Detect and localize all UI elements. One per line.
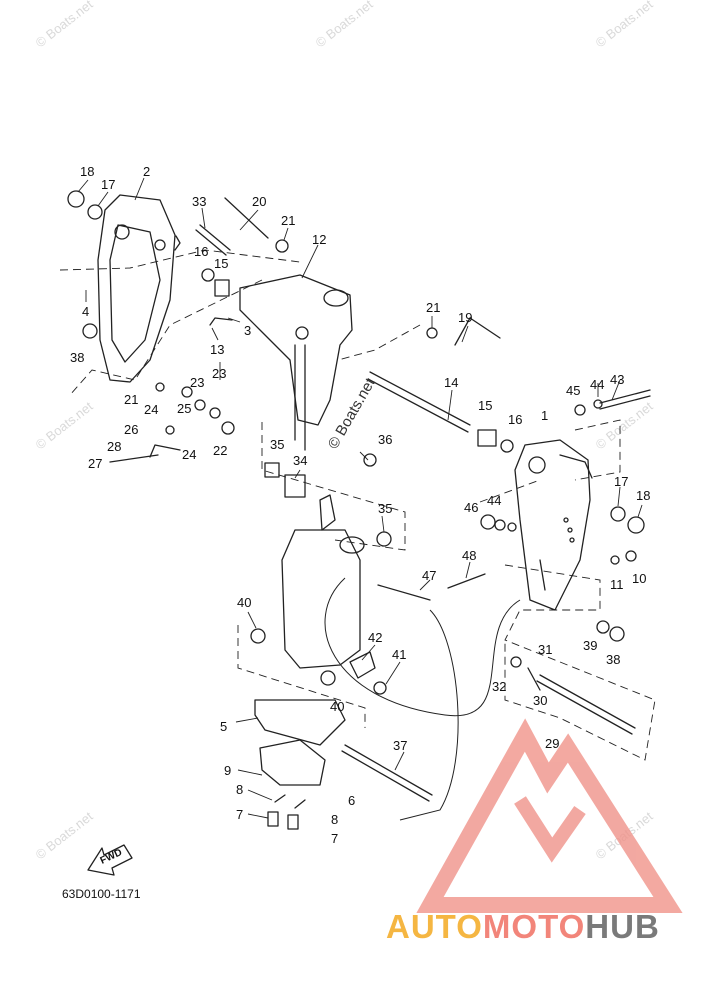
power-trim-tilt-unit [254,494,431,786]
callout-8: 8 [331,812,338,827]
callout-17: 17 [101,177,115,192]
callout-27: 27 [88,456,102,471]
callout-48: 48 [462,548,476,563]
watermark-text: © Boats.net [593,398,656,452]
hydraulic-hose [324,577,521,717]
callout-26: 26 [124,422,138,437]
callout-34: 34 [293,453,307,468]
callout-14: 14 [444,375,458,390]
callout-15: 15 [478,398,492,413]
callout-7: 7 [331,831,338,846]
callout-46: 46 [464,500,478,515]
callout-25: 25 [177,401,191,416]
watermark-text: © Boats.net [33,808,96,862]
automotohub-logo-icon [416,718,683,913]
callout-23: 23 [190,375,204,390]
callout-13: 13 [210,342,224,357]
callout-37: 37 [393,738,407,753]
callout-40: 40 [330,699,344,714]
watermark-text: © Boats.net [593,0,656,50]
callout-31: 31 [538,642,552,657]
callout-38: 38 [606,652,620,667]
callout-32: 32 [492,679,506,694]
callout-30: 30 [533,693,547,708]
callout-21: 21 [124,392,138,407]
callout-47: 47 [422,568,436,583]
callout-16: 16 [194,244,208,259]
callout-22: 22 [213,443,227,458]
callout-39: 39 [583,638,597,653]
callout-44: 44 [487,493,501,508]
callout-5: 5 [220,719,227,734]
callout-1: 1 [541,408,548,423]
callout-10: 10 [632,571,646,586]
callout-12: 12 [312,232,326,247]
callout-labels: 18 2 17 33 20 21 16 15 12 4 3 13 38 21 1… [70,164,650,846]
callout-40: 40 [237,595,251,610]
callout-36: 36 [378,432,392,447]
callout-15: 15 [214,256,228,271]
callout-43: 43 [610,372,624,387]
callout-16: 16 [508,412,522,427]
callout-17: 17 [614,474,628,489]
brand-wordmark: AUTOMOTOHUB [386,908,660,945]
callout-21: 21 [281,213,295,228]
group-outlines [59,249,656,761]
callout-2: 2 [143,164,150,179]
callout-35: 35 [378,501,392,516]
drawing-code: 63D0100-1171 [62,887,141,901]
shafts [195,197,651,802]
callout-23: 23 [212,366,226,381]
watermark-text: © Boats.net [33,398,96,452]
callout-33: 33 [192,194,206,209]
callout-44: 44 [590,377,604,392]
callout-35: 35 [270,437,284,452]
callout-11: 11 [610,577,624,592]
brand-part-auto: AUTO [386,908,483,945]
callout-24: 24 [144,402,158,417]
callout-29: 29 [545,736,559,751]
callout-19: 19 [458,310,472,325]
callout-4: 4 [82,304,89,319]
callout-45: 45 [566,383,580,398]
callout-7: 7 [236,807,243,822]
hydraulic-hose [399,609,459,821]
callout-6: 6 [348,793,355,808]
clamp-bracket-right [514,439,593,611]
callout-42: 42 [368,630,382,645]
callout-21: 21 [426,300,440,315]
leader-lines [77,177,643,819]
callout-9: 9 [224,763,231,778]
callout-18: 18 [80,164,94,179]
hardware-parts [67,190,645,830]
callout-8: 8 [236,782,243,797]
callout-24: 24 [182,447,196,462]
callout-41: 41 [392,647,406,662]
callout-28: 28 [107,439,121,454]
forward-arrow-icon: FWD [87,844,133,876]
watermark-text: © Boats.net [313,0,376,50]
brand-part-hub: HUB [585,908,660,945]
swivel-bracket [239,274,353,451]
callout-20: 20 [252,194,266,209]
callout-18: 18 [636,488,650,503]
callout-3: 3 [244,323,251,338]
callout-38: 38 [70,350,84,365]
clamp-bracket-left [97,194,181,383]
watermark-text: © Boats.net [33,0,96,50]
brand-part-moto: MOTO [483,908,585,945]
